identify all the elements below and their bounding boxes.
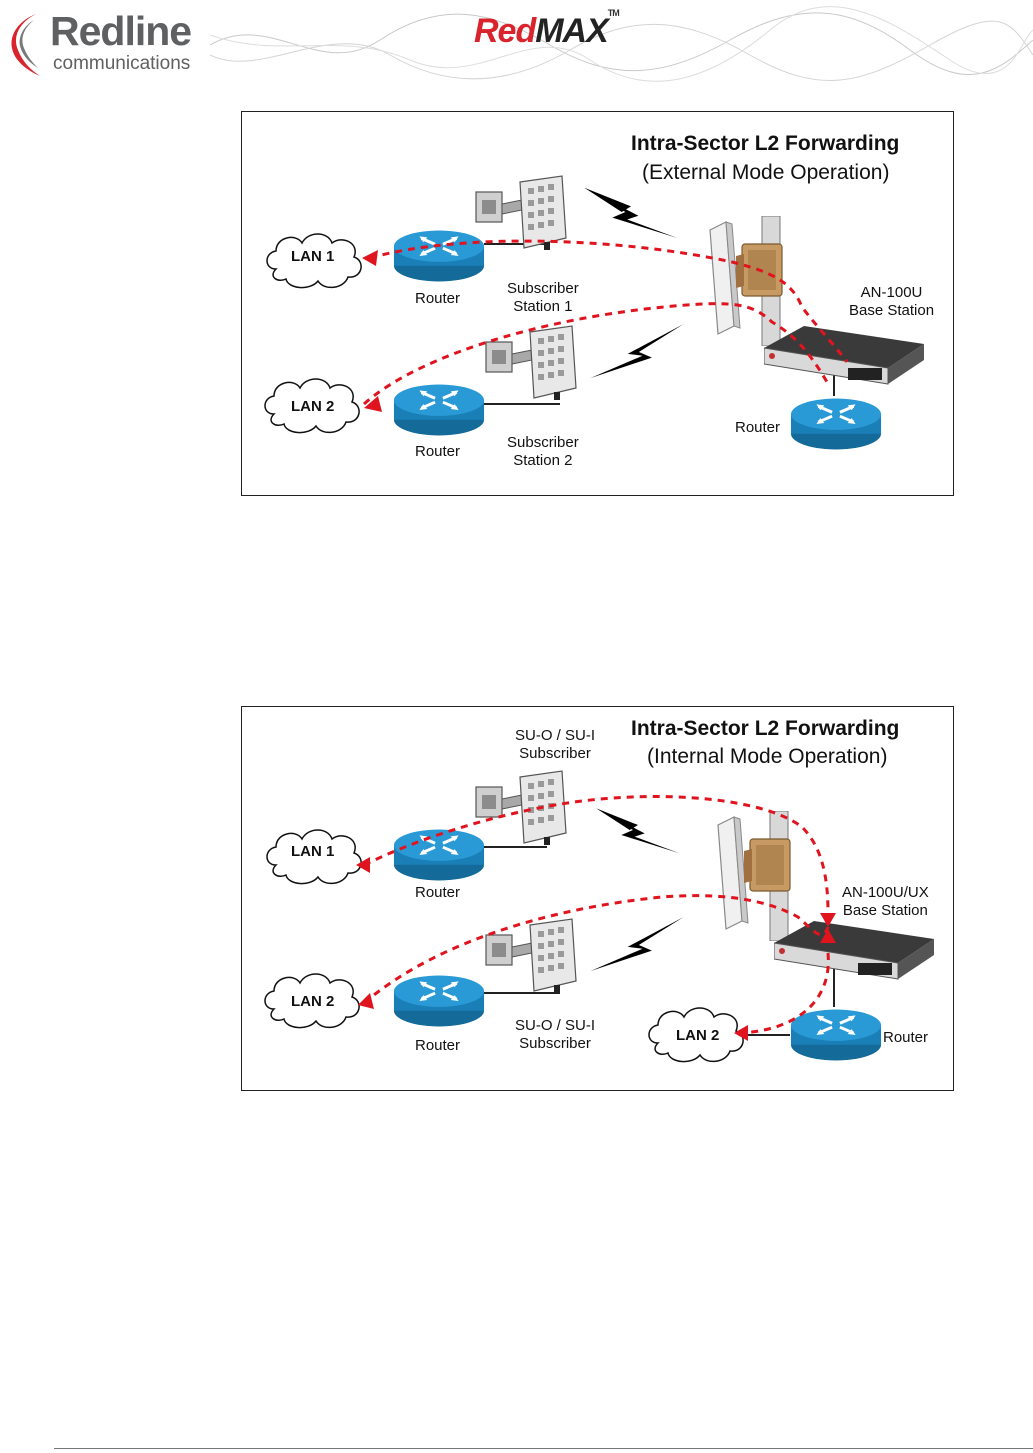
figure1-bs-line2: Base Station: [849, 302, 935, 319]
figure2-bs-label: AN-100U/UX Base Station: [842, 884, 929, 920]
figure1-bs-label: AN-100U Base Station: [849, 284, 934, 320]
figure1-router3-label: Router: [735, 419, 781, 436]
wireless-link-1-icon: [596, 808, 680, 854]
figure2-su1-label: SU-O / SU-I Subscriber: [515, 727, 595, 763]
router2-icon: [392, 383, 486, 437]
figure1-ss2-label: Subscriber Station 2: [507, 434, 579, 470]
figure1-ss1-line2: Station 1: [513, 298, 573, 315]
router1-icon: [392, 229, 486, 283]
figure1-lan2-label: LAN 2: [291, 398, 335, 415]
figure1-title: Intra-Sector L2 Forwarding: [631, 132, 900, 155]
wireless-link-1-icon: [584, 187, 678, 239]
diagram-internal-mode: [264, 770, 934, 1063]
redmax-logo: RedMAXTM: [474, 8, 620, 51]
figure1-router1-label: Router: [415, 290, 461, 307]
subscriber-unit-1-icon: [475, 770, 567, 846]
figure1-ss2-line2: Station 2: [513, 452, 573, 469]
router3-icon: [789, 397, 883, 451]
wireless-link-2-icon: [590, 324, 684, 379]
header-wave-decoration: [210, 6, 1033, 82]
figure2-router3-label: Router: [883, 1029, 929, 1046]
figure1-lan1-label: LAN 1: [291, 248, 335, 265]
figure2-title: Intra-Sector L2 Forwarding: [631, 717, 900, 740]
base-station-antenna-icon: [709, 216, 783, 346]
figure2-lan1-label: LAN 1: [291, 843, 335, 860]
wireless-link-2-icon: [590, 917, 684, 972]
redmax-red-part: Red: [474, 12, 536, 50]
figure1-ss1-label: Subscriber Station 1: [507, 280, 579, 316]
subscriber-unit-2-icon: [485, 918, 577, 994]
redline-swoosh-icon: [11, 14, 40, 76]
figure1-router2-label: Router: [415, 443, 461, 460]
footer-rule: [54, 1448, 1033, 1449]
figure2-router1-label: Router: [415, 884, 461, 901]
subscriber-station-2-icon: [485, 325, 577, 401]
subscriber-station-1-icon: [475, 175, 567, 251]
figure2-su1-line2: Subscriber: [519, 745, 591, 762]
figure2-subtitle: (Internal Mode Operation): [647, 745, 888, 768]
redline-wordmark: Redline: [50, 8, 192, 54]
figure2-bs-line2: Base Station: [842, 902, 928, 919]
figure-internal-mode: Intra-Sector L2 Forwarding (Internal Mod…: [241, 706, 954, 1091]
router1-icon: [392, 828, 486, 882]
redline-subtitle: communications: [53, 53, 191, 74]
figure2-router2-label: Router: [415, 1037, 461, 1054]
base-station-unit-icon: [774, 920, 934, 980]
figure2-su2-label: SU-O / SU-I Subscriber: [515, 1017, 595, 1053]
redline-logo: Redline communications: [6, 8, 216, 80]
page-header: Redline communications RedMAXTM: [0, 0, 1033, 90]
figure1-ss2-line1: Subscriber: [507, 434, 579, 451]
redmax-trademark: TM: [607, 7, 620, 18]
redmax-max-part: MAX: [535, 12, 609, 50]
figure2-lan2-right-label: LAN 2: [676, 1027, 720, 1044]
figure1-ss1-line1: Subscriber: [507, 280, 579, 297]
figure1-subtitle: (External Mode Operation): [642, 161, 890, 184]
base-station-antenna-icon: [717, 811, 791, 941]
figure2-lan2-left-label: LAN 2: [291, 993, 335, 1010]
base-station-unit-icon: [764, 325, 924, 385]
figure2-bs-line1: AN-100U/UX: [842, 884, 929, 901]
router2-icon: [392, 974, 486, 1028]
router3-icon: [789, 1008, 883, 1062]
figure1-bs-line1: AN-100U: [860, 284, 923, 301]
figure2-su2-line2: Subscriber: [519, 1035, 591, 1052]
figure-external-mode: Intra-Sector L2 Forwarding (External Mod…: [241, 111, 954, 496]
figure2-su1-line1: SU-O / SU-I: [515, 727, 596, 744]
diagram-external-mode: [264, 175, 924, 451]
figure2-su2-line1: SU-O / SU-I: [515, 1017, 596, 1034]
